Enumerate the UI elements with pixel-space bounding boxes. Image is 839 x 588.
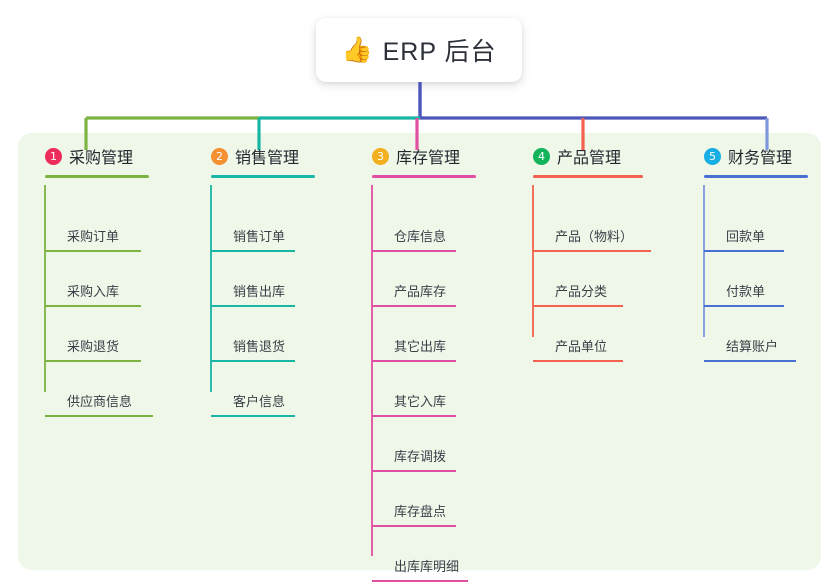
branch-number-badge-2: 2	[211, 147, 228, 165]
list-item[interactable]: 产品分类	[533, 281, 623, 307]
branch-column-2: 2 销售管理 销售订单 销售出库 销售退货 客户信息	[211, 143, 371, 417]
list-item-label: 产品单位	[555, 339, 608, 354]
list-item-underline	[211, 250, 295, 252]
branch-number-badge-5: 5	[704, 147, 721, 165]
list-item-underline	[704, 250, 784, 252]
list-item-underline	[372, 525, 456, 527]
branch-number-badge-3: 3	[372, 147, 389, 165]
list-item[interactable]: 采购入库	[45, 281, 141, 307]
branch-underline-1	[45, 175, 149, 178]
list-item-label: 采购订单	[67, 229, 120, 244]
list-item[interactable]: 销售订单	[211, 226, 295, 252]
list-item-label: 采购退货	[67, 339, 120, 354]
branch-header-3[interactable]: 3 库存管理	[372, 143, 542, 169]
list-item[interactable]: 回款单	[704, 226, 784, 252]
list-item-underline	[45, 250, 141, 252]
list-item-underline	[211, 415, 295, 417]
list-item-label: 付款单	[726, 284, 766, 299]
root-node[interactable]: 👍 ERP 后台	[316, 18, 522, 82]
list-item-label: 供应商信息	[67, 394, 133, 409]
branch-column-5: 5 财务管理 回款单 付款单 结算账户	[704, 143, 839, 362]
list-item-underline	[372, 580, 468, 582]
list-item-label: 客户信息	[233, 394, 286, 409]
list-item-underline	[372, 305, 456, 307]
branch-column-1: 1 采购管理 采购订单 采购入库 采购退货 供应商信息	[45, 143, 205, 417]
list-item-label: 库存调拨	[394, 449, 447, 464]
root-title: ERP 后台	[382, 38, 497, 66]
list-item-label: 仓库信息	[394, 229, 447, 244]
branch-number-badge-1: 1	[45, 147, 62, 165]
list-item-underline	[704, 360, 796, 362]
list-item[interactable]: 销售退货	[211, 336, 295, 362]
list-item[interactable]: 产品库存	[372, 281, 456, 307]
list-item-label: 结算账户	[726, 339, 779, 354]
list-item-underline	[372, 250, 456, 252]
branch-underline-3	[372, 175, 476, 178]
list-item-underline	[372, 415, 456, 417]
branch-column-3: 3 库存管理 仓库信息 产品库存 其它出库 其它入库 库存调拨	[372, 143, 542, 582]
list-item-underline	[45, 305, 141, 307]
list-item[interactable]: 付款单	[704, 281, 784, 307]
list-item[interactable]: 库存盘点	[372, 501, 456, 527]
list-item-underline	[704, 305, 784, 307]
list-item-label: 库存盘点	[394, 504, 447, 519]
list-item[interactable]: 销售出库	[211, 281, 295, 307]
branch-title-3: 库存管理	[396, 150, 461, 167]
list-item-underline	[533, 250, 651, 252]
list-item-label: 销售退货	[233, 339, 286, 354]
thumbs-up-icon: 👍	[341, 35, 373, 64]
list-item-underline	[372, 470, 456, 472]
branch-header-5[interactable]: 5 财务管理	[704, 143, 839, 169]
branch-title-2: 销售管理	[235, 150, 300, 167]
list-item-underline	[45, 360, 141, 362]
list-item-underline	[372, 360, 456, 362]
branch-column-4: 4 产品管理 产品（物料） 产品分类 产品单位	[533, 143, 713, 362]
branch-underline-2	[211, 175, 315, 178]
branch-header-4[interactable]: 4 产品管理	[533, 143, 713, 169]
list-item-underline	[533, 360, 623, 362]
branch-title-5: 财务管理	[728, 150, 793, 167]
list-item-label: 产品库存	[394, 284, 447, 299]
list-item[interactable]: 供应商信息	[45, 391, 153, 417]
branch-title-1: 采购管理	[69, 150, 134, 167]
list-item[interactable]: 出库库明细	[372, 556, 468, 582]
list-item-underline	[211, 360, 295, 362]
branch-underline-4	[533, 175, 643, 178]
list-item[interactable]: 采购订单	[45, 226, 141, 252]
branches-panel	[18, 133, 821, 570]
branch-header-2[interactable]: 2 销售管理	[211, 143, 371, 169]
list-item-label: 其它出库	[394, 339, 447, 354]
list-item-label: 产品（物料）	[555, 229, 634, 244]
list-item-label: 回款单	[726, 229, 766, 244]
list-item-label: 销售订单	[233, 229, 286, 244]
list-item[interactable]: 客户信息	[211, 391, 295, 417]
list-item-label: 产品分类	[555, 284, 608, 299]
list-item-label: 出库库明细	[394, 559, 460, 574]
branch-underline-5	[704, 175, 808, 178]
list-item[interactable]: 其它出库	[372, 336, 456, 362]
list-item-label: 采购入库	[67, 284, 120, 299]
list-item-label: 其它入库	[394, 394, 447, 409]
list-item-underline	[45, 415, 153, 417]
list-item[interactable]: 结算账户	[704, 336, 796, 362]
list-item[interactable]: 其它入库	[372, 391, 456, 417]
list-item-underline	[533, 305, 623, 307]
branch-number-badge-4: 4	[533, 147, 550, 165]
list-item-underline	[211, 305, 295, 307]
list-item[interactable]: 仓库信息	[372, 226, 456, 252]
branch-header-1[interactable]: 1 采购管理	[45, 143, 205, 169]
list-item-label: 销售出库	[233, 284, 286, 299]
list-item[interactable]: 产品单位	[533, 336, 623, 362]
list-item[interactable]: 库存调拨	[372, 446, 456, 472]
branch-title-4: 产品管理	[557, 150, 622, 167]
list-item[interactable]: 采购退货	[45, 336, 141, 362]
list-item[interactable]: 产品（物料）	[533, 226, 651, 252]
